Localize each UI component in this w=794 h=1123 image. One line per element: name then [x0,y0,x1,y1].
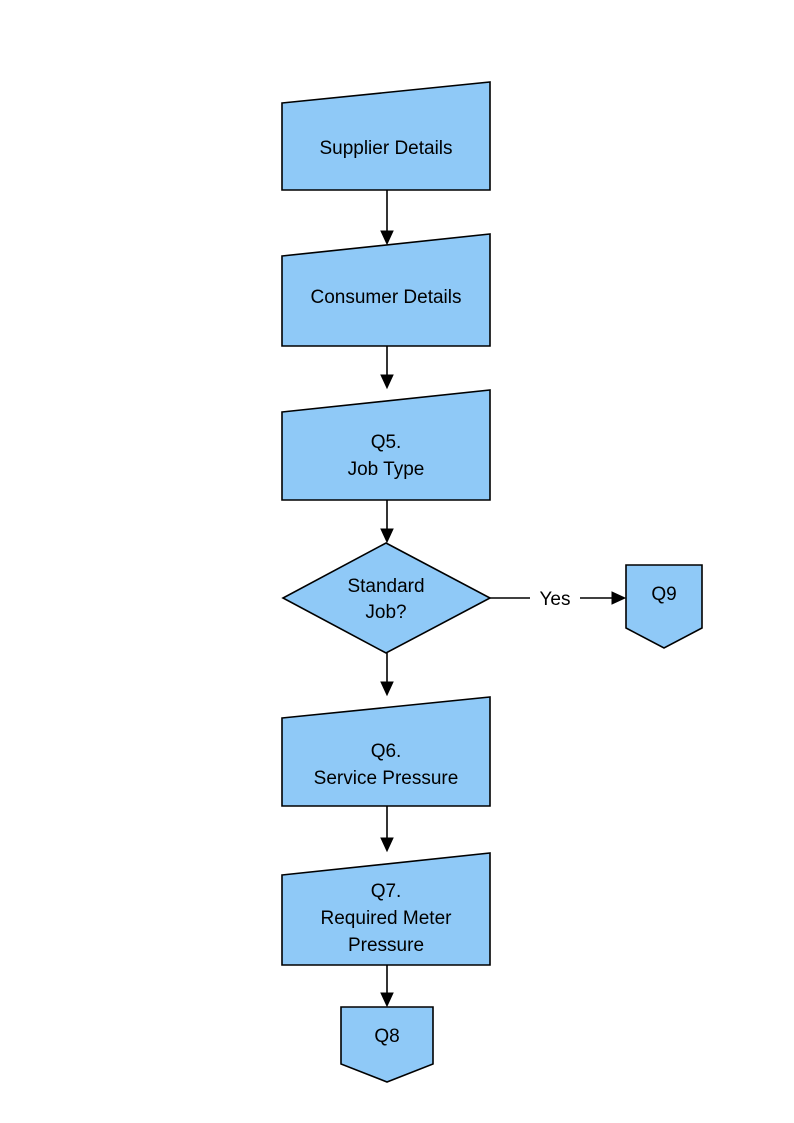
q8-terminator-label: Q8 [374,1026,399,1047]
connector-consumer-to-q5 [380,346,394,390]
q9-terminator-label: Q9 [651,584,676,605]
supplier-details-shape[interactable] [281,81,491,191]
arrow-head-icon [380,681,394,697]
q7-required-meter-pressure-label-line3: Pressure [348,935,424,956]
arrow-head-icon [380,230,394,246]
node-supplier-details[interactable]: Supplier Details [281,81,491,191]
connector-supplier-to-consumer [380,190,394,246]
node-standard-job-decision[interactable]: Standard Job? [281,542,492,654]
edge-label-backdrop [530,589,580,609]
node-q7-required-meter-pressure[interactable]: Q7. Required Meter Pressure [281,852,491,966]
q5-job-type-label-line2: Job Type [348,459,425,480]
supplier-details-label: Supplier Details [319,138,452,159]
standard-job-decision-shape[interactable] [281,542,492,654]
q7-required-meter-pressure-label-line2: Required Meter [321,908,453,929]
arrow-head-icon [611,591,627,605]
connector-decision-to-q9: Yes [490,589,627,610]
q6-service-pressure-label-line2: Service Pressure [314,768,459,789]
q7-required-meter-pressure-shape[interactable] [281,852,491,966]
q9-terminator-shape[interactable] [625,564,703,649]
consumer-details-label: Consumer Details [311,287,462,308]
q6-service-pressure-label-line1: Q6. [371,741,402,762]
standard-job-decision-label-line1: Standard [347,576,424,597]
q6-service-pressure-shape[interactable] [281,696,491,807]
connector-decision-to-q6 [380,653,394,697]
q5-job-type-label-line1: Q5. [371,432,402,453]
node-q8-terminator[interactable]: Q8 [340,1006,434,1083]
arrow-head-icon [380,374,394,390]
arrow-head-icon [380,837,394,853]
node-consumer-details[interactable]: Consumer Details [281,233,491,347]
q5-job-type-shape[interactable] [281,389,491,501]
q8-terminator-shape[interactable] [340,1006,434,1083]
connector-q7-to-q8 [380,965,394,1008]
consumer-details-shape[interactable] [281,233,491,347]
standard-job-decision-label-line2: Job? [365,602,406,623]
connector-q5-to-decision [380,500,394,544]
node-q9-terminator[interactable]: Q9 [625,564,703,649]
node-q6-service-pressure[interactable]: Q6. Service Pressure [281,696,491,807]
arrow-head-icon [380,992,394,1008]
connector-q6-to-q7 [380,806,394,853]
node-q5-job-type[interactable]: Q5. Job Type [281,389,491,501]
q7-required-meter-pressure-label-line1: Q7. [371,881,402,902]
arrow-head-icon [380,528,394,544]
edge-label-yes: Yes [540,589,571,610]
